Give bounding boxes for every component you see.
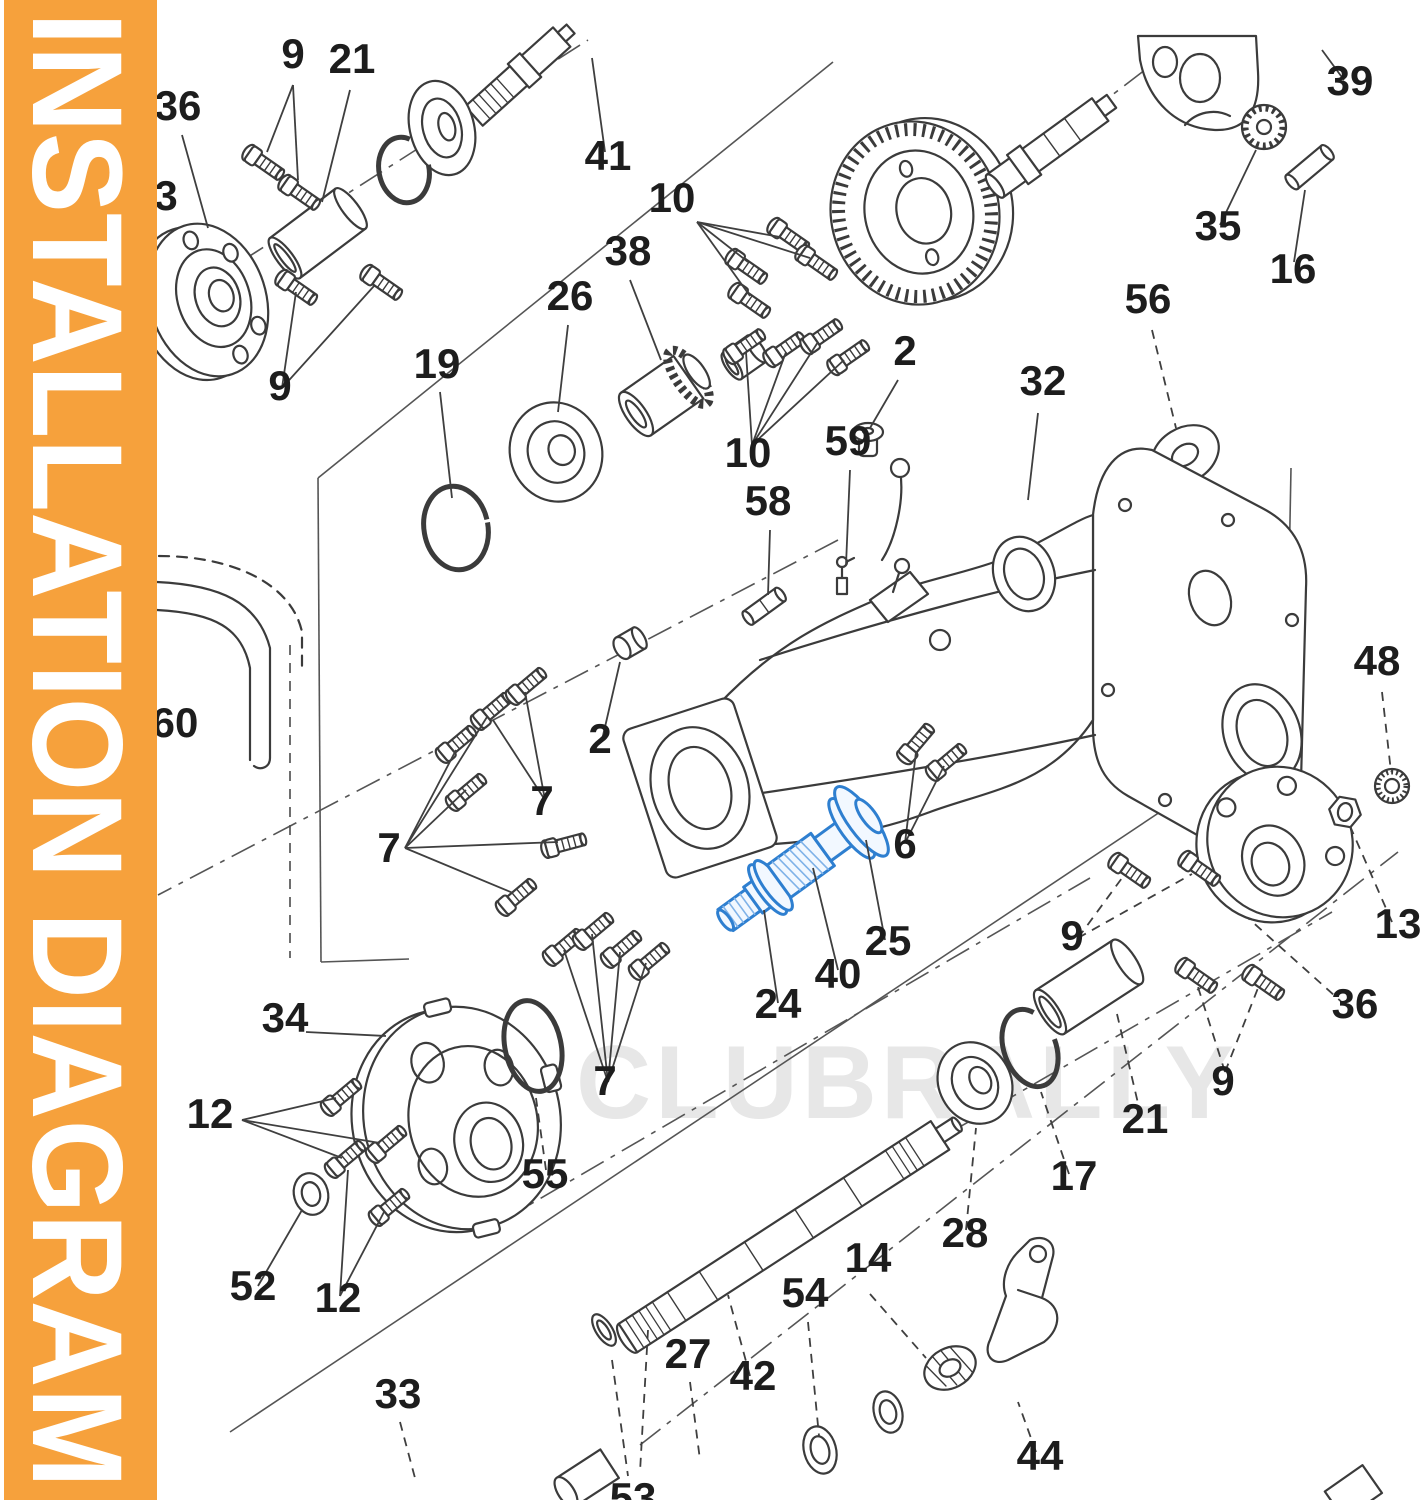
part-label-9: 9 [268,362,291,409]
part-label-54: 54 [782,1269,829,1316]
banner-title: INSTALLATION DIAGRAM [5,12,148,1488]
part-label-7: 7 [530,777,553,824]
part-label-12: 12 [187,1090,234,1137]
shaft-33-partial [553,1448,620,1500]
part-label-39: 39 [1327,57,1374,104]
part-label-56: 56 [1125,275,1172,322]
part-label-6: 6 [893,820,916,867]
part-label-42: 42 [730,1352,777,1399]
part-label-55: 55 [522,1150,569,1197]
part-label-9: 9 [1211,1057,1234,1104]
part-label-16: 16 [1270,245,1317,292]
part-label-34: 34 [262,994,309,1041]
part-label-36: 36 [1332,980,1379,1027]
bearing-top-left [407,79,477,177]
washer-on-shaft [591,1313,617,1347]
watermark-text: CLUBRALLY [576,1025,1238,1141]
leader-lines [181,49,1393,1479]
part-label-35: 35 [1195,202,1242,249]
washer-54 [802,1425,838,1475]
plug-2-lower [612,626,648,661]
part-label-9: 9 [1060,912,1083,959]
transfer-case-housing-32 [622,447,1308,879]
part-label-36: 36 [155,82,202,129]
part-label-7: 7 [377,824,400,871]
gear-35 [1240,103,1288,151]
part-label-38: 38 [605,227,652,274]
spring-14 [923,1345,977,1391]
spacer-21-top [267,187,368,280]
part-label-53: 53 [610,1474,657,1500]
part-label-21: 21 [1122,1095,1169,1142]
pin-16 [1284,143,1335,191]
part-label-58: 58 [745,477,792,524]
part-label-24: 24 [755,980,802,1027]
input-shaft-41 [464,23,576,127]
part-label-13: 13 [1375,900,1420,947]
seal-52 [292,1172,330,1216]
part-label-28: 28 [942,1209,989,1256]
bearing-26 [508,401,604,503]
part-label-9: 9 [281,30,304,77]
o-ring-55 [501,998,565,1094]
lock-nut-48 [1373,767,1411,805]
part-label-41: 41 [585,132,632,179]
part-label-14: 14 [845,1234,892,1281]
part-label-44: 44 [1017,1432,1064,1479]
banner-background [4,0,157,1500]
spacer-21-right [1032,938,1145,1036]
pump-cover-top-right [1136,34,1260,132]
part-label-21: 21 [329,35,376,82]
part-label-7: 7 [593,1057,616,1104]
bearing-28 [936,1041,1014,1125]
part-label-40: 40 [815,950,862,997]
shaft-39 [984,93,1118,199]
cover-plate-34 [350,997,563,1239]
shift-lever-44 [986,1236,1059,1363]
block-bottom-right [1323,1464,1384,1500]
part-label-27: 27 [665,1330,712,1377]
highlighted-coupling-shaft-24-40-25 [716,785,890,933]
wheel-hub-flange-left [135,222,270,382]
parts-artwork [135,23,1411,1500]
part-label-10: 10 [725,429,772,476]
assembly-boundary-lines [229,61,1292,1433]
part-label-25: 25 [865,917,912,964]
breather-pipe-60 [155,554,304,958]
part-label-26: 26 [547,272,594,319]
part-label-32: 32 [1020,357,1067,404]
part-label-48: 48 [1354,637,1401,684]
ring-gear [829,116,1015,306]
output-shaft-42 [615,1116,963,1354]
part-label-3: 3 [154,172,177,219]
part-label-10: 10 [649,174,696,221]
pinion-gear-38 [617,345,714,438]
filler-plug-2-top [851,421,885,458]
part-label-17: 17 [1051,1152,1098,1199]
part-label-2: 2 [893,327,916,374]
part-label-2: 2 [588,715,611,762]
part-label-52: 52 [230,1262,277,1309]
part-label-60: 60 [152,699,199,746]
part-label-33: 33 [375,1370,422,1417]
part-label-19: 19 [414,340,461,387]
pin-58 [741,586,787,626]
banner: INSTALLATION DIAGRAM [4,0,157,1500]
washer-small [872,1390,904,1434]
ring-19 [421,483,491,573]
part-label-12: 12 [315,1274,362,1321]
part-label-59: 59 [825,417,872,464]
